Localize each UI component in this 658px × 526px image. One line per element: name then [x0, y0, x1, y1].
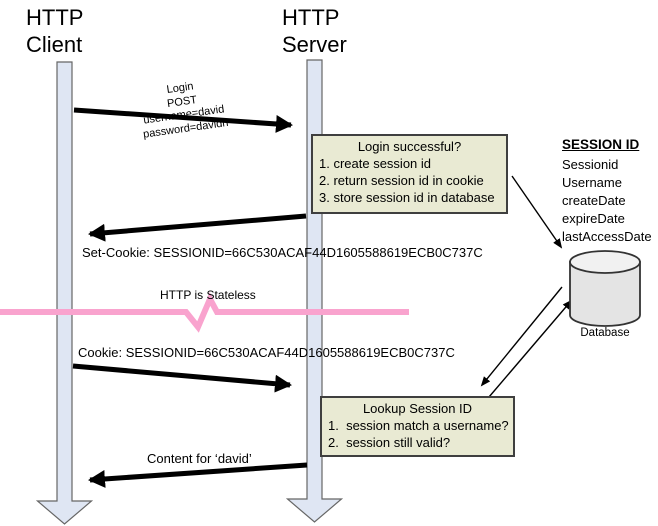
cookie-arrow	[72, 363, 292, 393]
login-box-item: 3. store session id in database	[319, 190, 495, 205]
session-field: Sessionid	[562, 157, 619, 172]
database-icon	[569, 250, 641, 327]
client-lifeline	[35, 61, 94, 525]
content-label: Content for ‘david’	[147, 451, 252, 466]
server-label-line1: HTTP	[282, 5, 340, 30]
server-label-line2: Server	[282, 32, 347, 57]
login-box-item: 1. create session id	[319, 156, 432, 171]
session-field: createDate	[562, 193, 626, 208]
lookup-box-item: 1. session match a username?	[328, 418, 509, 433]
stateless-line	[0, 292, 409, 333]
lookup-response-arrow	[480, 286, 563, 387]
session-record-title: SESSION ID	[562, 137, 640, 152]
session-field: expireDate	[562, 211, 625, 226]
database-cylinder-body	[569, 261, 641, 327]
client-label-line2: Client	[26, 32, 83, 57]
set-cookie-arrow	[88, 213, 307, 242]
client-label: HTTP Client	[26, 4, 83, 58]
client-label-line1: HTTP	[26, 5, 84, 30]
login-arrow	[73, 107, 293, 133]
session-field: lastAccessDate	[562, 229, 652, 244]
database-label: Database	[580, 327, 630, 339]
database-cylinder-top	[569, 250, 641, 274]
server-label: HTTP Server	[282, 4, 347, 58]
lookup-box-title: Lookup Session ID	[362, 401, 473, 416]
login-box-title: Login successful?	[357, 139, 462, 154]
cookie-label: Cookie: SESSIONID=66C530ACAF44D160558861…	[78, 345, 455, 360]
stateless-label: HTTP is Stateless	[160, 288, 256, 302]
set-cookie-label: Set-Cookie: SESSIONID=66C530ACAF44D16055…	[82, 245, 483, 260]
session-record: SESSION ID Sessionid Username createDate…	[562, 137, 658, 246]
server-lifeline	[285, 59, 344, 523]
store-session-arrow	[511, 175, 563, 249]
lookup-box-item: 2. session still valid?	[328, 435, 451, 450]
lookup-box: Lookup Session ID 1. session match a use…	[320, 396, 515, 457]
session-field: Username	[562, 175, 622, 190]
login-box: Login successful? 1. create session id 2…	[311, 134, 508, 214]
content-arrow	[88, 462, 308, 488]
lookup-request-arrow	[488, 299, 573, 398]
login-box-item: 2. return session id in cookie	[319, 173, 484, 188]
